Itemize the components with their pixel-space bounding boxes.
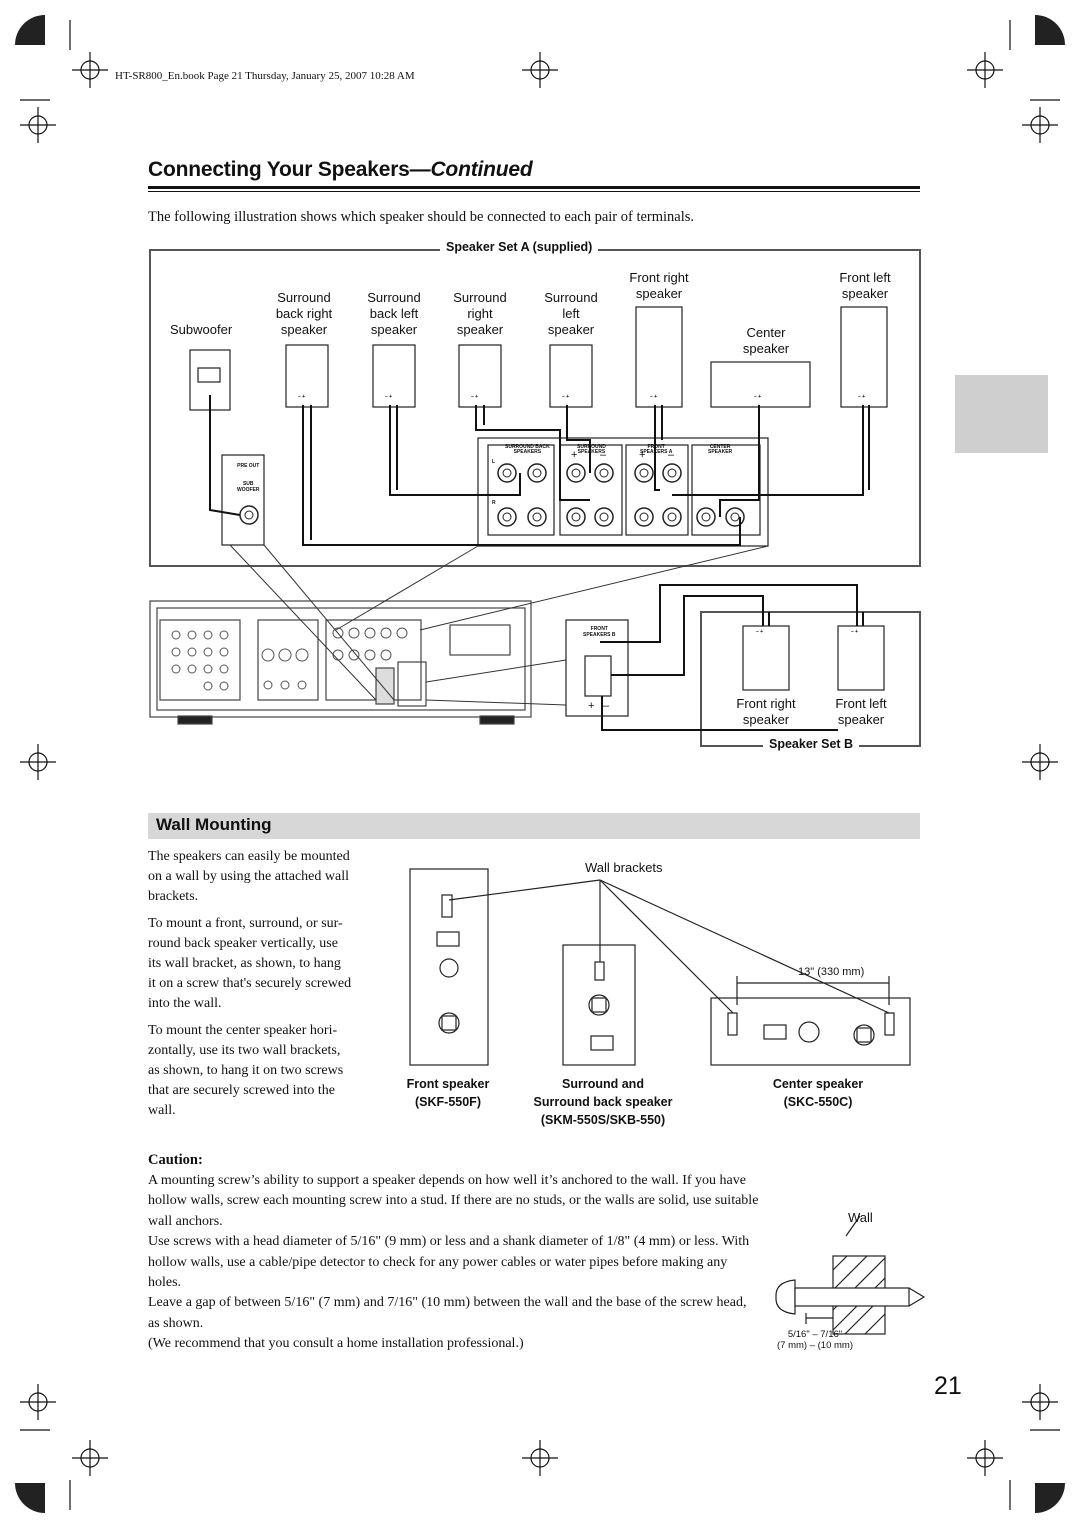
receiver-jacks bbox=[171, 627, 408, 691]
center-box bbox=[710, 361, 811, 408]
caption-front-speaker: Front speaker(SKF-550F) bbox=[406, 1077, 490, 1109]
set-a-title: Speaker Set A (supplied) bbox=[440, 240, 599, 254]
gap-label: 5/16" – 7/16"(7 mm) – (10 mm) bbox=[777, 1329, 853, 1351]
polarity-b-fr: – + bbox=[756, 629, 764, 635]
terminal-panel bbox=[221, 437, 769, 547]
page-heading: Connecting Your Speakers—Continued bbox=[148, 158, 533, 182]
caution-body: A mounting screw’s ability to support a … bbox=[148, 1171, 760, 1355]
polarity-sbr: – + bbox=[298, 394, 306, 400]
speaker-cables-a bbox=[209, 395, 870, 546]
crop-mark-mid-left bbox=[20, 744, 56, 780]
crop-mark-mid-right bbox=[1022, 744, 1058, 780]
subwoofer-port bbox=[197, 367, 221, 383]
caution-para-1: A mounting screw’s ability to support a … bbox=[148, 1173, 759, 1229]
surround-back-left-box bbox=[372, 344, 416, 408]
front-left-box bbox=[840, 306, 888, 408]
heading-main: Connecting Your Speakers bbox=[148, 158, 410, 181]
polarity-fl: – + bbox=[858, 394, 866, 400]
print-header: HT-SR800_En.book Page 21 Thursday, Janua… bbox=[115, 70, 415, 82]
crop-mark-top-left bbox=[20, 20, 108, 143]
label-wall-brackets: Wall brackets bbox=[585, 860, 663, 875]
polarity-fr: – + bbox=[650, 394, 658, 400]
wall-mount-drawings bbox=[409, 868, 911, 1066]
heading-suffix: —Continued bbox=[409, 158, 533, 181]
surround-left-box bbox=[549, 344, 593, 408]
section-title-wall-mounting: Wall Mounting bbox=[156, 815, 272, 834]
heading-rule bbox=[148, 186, 920, 189]
corner-wheels bbox=[15, 15, 1065, 1513]
plus-sign: + bbox=[571, 449, 578, 461]
polarity-sr: – + bbox=[471, 394, 479, 400]
terminal-b-panel bbox=[565, 619, 629, 717]
minus-sign: – bbox=[600, 449, 607, 461]
surround-right-box bbox=[458, 344, 502, 408]
side-tab bbox=[955, 375, 1048, 453]
polarity-b-fl: – + bbox=[851, 629, 859, 635]
set-b-title: Speaker Set B bbox=[763, 737, 860, 751]
row-label-l: L bbox=[492, 459, 496, 465]
minus-sign-front: – bbox=[668, 449, 675, 461]
label-subwoofer: Subwoofer bbox=[170, 322, 233, 337]
receiver-rear-panel bbox=[149, 600, 532, 725]
front-right-box bbox=[635, 306, 683, 408]
center-speaker-rear bbox=[710, 997, 911, 1066]
caption-center-speaker: Center speaker(SKC-550C) bbox=[772, 1077, 864, 1109]
set-b-front-right-box bbox=[742, 625, 790, 691]
polarity-sbl: – + bbox=[385, 394, 393, 400]
caution-heading: Caution: bbox=[148, 1152, 203, 1168]
wall-para-3: To mount the center speaker hori-zontall… bbox=[148, 1023, 344, 1118]
dimension-label: 13" (330 mm) bbox=[798, 966, 865, 978]
front-speaker-rear bbox=[409, 868, 489, 1066]
polarity-center: – + bbox=[754, 394, 762, 400]
page-number: 21 bbox=[934, 1372, 962, 1400]
caution-para-2: Use screws with a head diameter of 5/16"… bbox=[148, 1234, 750, 1291]
label-wall: Wall bbox=[848, 1210, 873, 1225]
minus-sign-b: – bbox=[603, 700, 610, 712]
registration-marks bbox=[20, 20, 1060, 1510]
plus-sign-b: + bbox=[588, 700, 595, 712]
crop-mark-bottom-right bbox=[967, 1384, 1060, 1510]
set-b-front-left-box bbox=[837, 625, 885, 691]
speaker-cables-b bbox=[600, 584, 864, 731]
surround-speaker-rear bbox=[562, 944, 636, 1066]
screw-wall-drawing bbox=[775, 1215, 926, 1335]
crop-mark-bottom-left bbox=[20, 1384, 108, 1510]
caution-para-3: Leave a gap of between 5/16" (7 mm) and … bbox=[148, 1295, 747, 1331]
crop-mark-bottom-center bbox=[522, 1440, 558, 1476]
crop-mark-top-center bbox=[522, 52, 558, 88]
surround-back-right-box bbox=[285, 344, 329, 408]
row-label-r: R bbox=[492, 500, 496, 506]
zoom-lines bbox=[229, 544, 769, 706]
polarity-sl: – + bbox=[562, 394, 570, 400]
crop-mark-top-right bbox=[967, 20, 1060, 143]
heading-rule-thin bbox=[148, 191, 920, 192]
wall-para-2: To mount a front, surround, or sur-round… bbox=[148, 916, 352, 1011]
intro-text: The following illustration shows which s… bbox=[148, 209, 695, 225]
caution-para-4: (We recommend that you consult a home in… bbox=[148, 1336, 524, 1352]
section-bar bbox=[148, 813, 920, 839]
pre-out-panel bbox=[221, 454, 265, 546]
plus-sign-front: + bbox=[639, 449, 646, 461]
